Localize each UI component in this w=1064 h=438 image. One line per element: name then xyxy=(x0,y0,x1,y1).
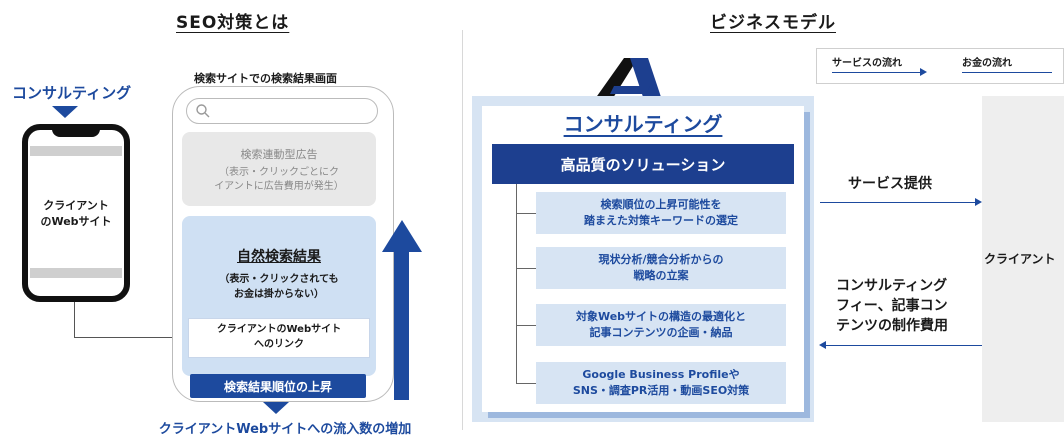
solution-item-gbp xyxy=(536,362,786,404)
search-screen-caption: 検索サイトでの検索結果画面 xyxy=(194,72,337,85)
solution-item-structure-label: 対象Webサイトの構造の最適化と 記事コンテンツの企画・納品 xyxy=(575,310,747,339)
consulting-label: コンサルティング xyxy=(12,84,132,102)
company-logo-icon xyxy=(590,58,664,106)
phone-site-label: クライアント のWebサイト xyxy=(40,199,112,228)
natural-search-title: 自然検索結果 xyxy=(237,249,321,265)
legend-money-line xyxy=(962,72,1052,73)
search-icon xyxy=(196,104,210,118)
tree-branch-line xyxy=(516,268,536,269)
down-arrow-icon xyxy=(263,402,289,414)
solution-bar xyxy=(492,144,794,184)
tree-trunk-line xyxy=(516,184,517,384)
solution-item-gbp-label: Google Business Profileや SNS・調査PR活用・動画SE… xyxy=(572,368,750,397)
search-ad-block xyxy=(182,132,376,206)
search-input[interactable] xyxy=(186,98,378,124)
rank-up-arrow-shaft xyxy=(394,250,409,400)
client-label: クライアント xyxy=(984,252,1056,266)
legend-service-line xyxy=(832,72,920,73)
business-model-title: ビジネスモデル xyxy=(710,13,836,33)
rank-up-banner xyxy=(190,374,366,398)
consulting-title: コンサルティング xyxy=(563,112,723,136)
ad-description: （表示・クリックごとにク イアントに広告費用が発生） xyxy=(214,167,344,192)
solution-item-keyword xyxy=(536,192,786,234)
legend-money-label: お金の流れ xyxy=(962,58,1012,69)
seo-section-title: SEO対策とは xyxy=(176,13,290,33)
phone-header-bar xyxy=(30,146,122,156)
down-arrow-icon xyxy=(52,106,78,118)
client-site-link-label: クライアントのWebサイト へのリンク xyxy=(216,324,342,350)
phone-notch xyxy=(52,124,100,137)
connector-vertical xyxy=(74,302,75,338)
section-divider xyxy=(462,30,463,430)
arrow-right-icon xyxy=(975,198,982,206)
ad-title: 検索連動型広告 xyxy=(240,148,318,161)
connector-horizontal xyxy=(74,337,188,338)
tree-branch-line xyxy=(516,325,536,326)
fee-label: コンサルティング フィー、記事コン テンツの制作費用 xyxy=(836,278,948,334)
money-flow-line xyxy=(826,345,982,346)
phone-footer-bar xyxy=(30,268,122,278)
traffic-increase-caption: クライアントWebサイトへの流入数の増加 xyxy=(158,422,412,437)
legend-service-label: サービスの流れ xyxy=(832,58,902,69)
natural-search-description: （表示・クリックされても お金は掛からない） xyxy=(219,274,339,300)
solution-label: 高品質のソリューション xyxy=(560,156,726,174)
arrow-left-icon xyxy=(819,341,826,349)
up-arrow-icon xyxy=(382,220,422,252)
legend xyxy=(816,48,1064,84)
tree-branch-line xyxy=(516,213,536,214)
service-flow-line xyxy=(820,202,976,203)
rank-up-label: 検索結果順位の上昇 xyxy=(223,380,332,394)
solution-item-strategy xyxy=(536,247,786,289)
service-provision-label: サービス提供 xyxy=(848,176,932,192)
solution-item-structure xyxy=(536,304,786,346)
tree-branch-line xyxy=(516,383,536,384)
arrow-right-icon xyxy=(920,68,927,76)
client-panel xyxy=(982,96,1064,422)
solution-item-keyword-label: 検索順位の上昇可能性を 踏まえた対策キーワードの選定 xyxy=(584,198,738,227)
client-site-link[interactable] xyxy=(188,318,370,358)
solution-item-strategy-label: 現状分析/競合分析からの 戦略の立案 xyxy=(598,253,724,282)
